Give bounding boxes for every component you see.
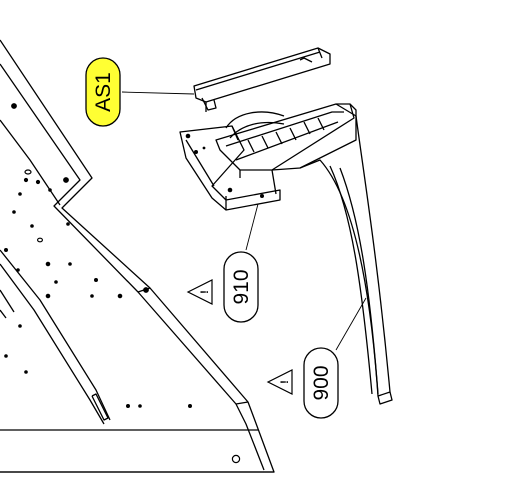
callout-as1: AS1: [85, 57, 121, 127]
svg-text:!: !: [199, 290, 211, 294]
panel-screw-hole: [231, 454, 241, 464]
panel-holes: [4, 103, 192, 408]
neck-bracket-910: [179, 103, 357, 211]
warning-triangle-icon: !: [266, 369, 293, 395]
warning-triangle-icon: !: [186, 279, 213, 305]
back-panel: [0, 39, 275, 473]
callout-910-label: 910: [230, 269, 253, 304]
callout-900: 900: [303, 347, 339, 419]
leader-lines: [121, 91, 367, 351]
callout-900-label: 900: [310, 365, 333, 400]
svg-text:!: !: [279, 380, 291, 384]
callout-910: 910: [223, 251, 259, 323]
callout-as1-label: AS1: [92, 72, 115, 112]
cover-part-as1: [193, 47, 331, 112]
stand-arm-900: [299, 103, 393, 405]
